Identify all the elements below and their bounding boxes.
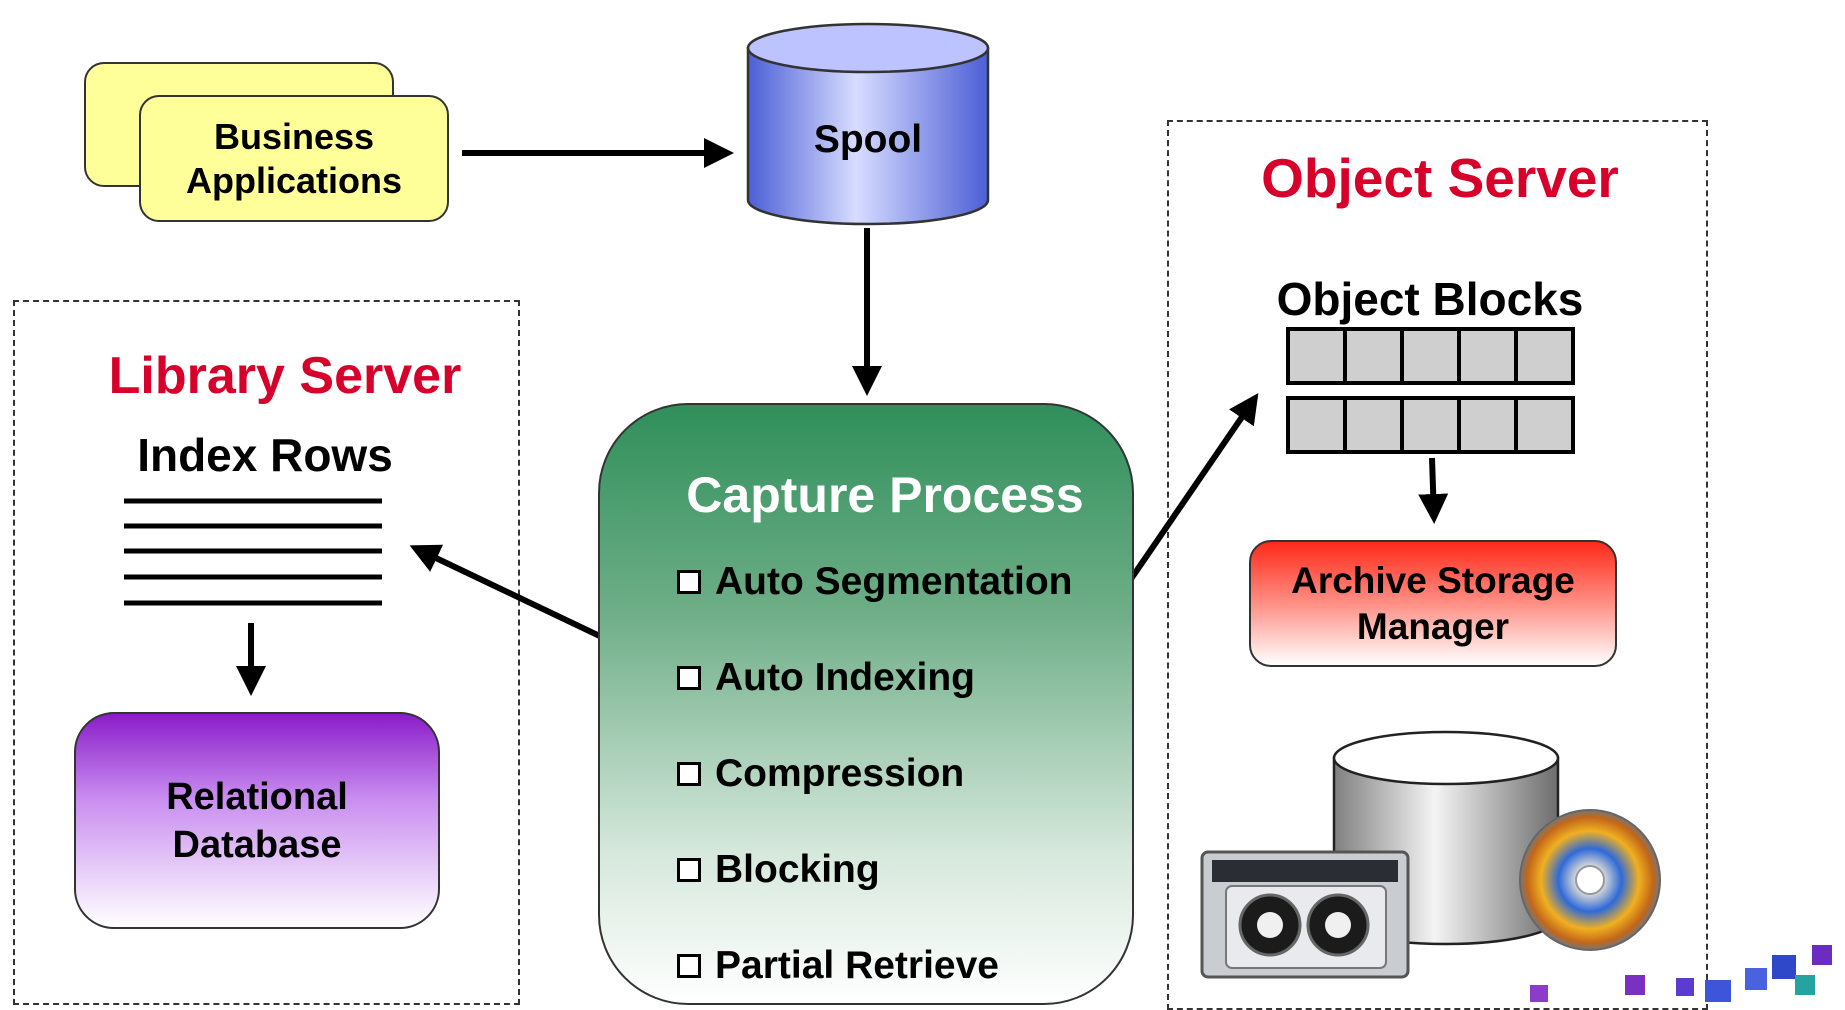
arrow-blocks-to-archive: [1418, 457, 1449, 524]
checkbox-icon: [677, 858, 701, 882]
checkbox-icon: [677, 954, 701, 978]
capture-item-label: Compression: [715, 752, 965, 795]
archive-storage-manager-box: Archive Storage Manager: [1249, 540, 1617, 667]
relational-db-line1: Relational: [166, 775, 348, 818]
spool-cylinder: [746, 22, 990, 226]
index-rows-lines: [124, 498, 382, 606]
checkbox-icon: [677, 570, 701, 594]
object-blocks-label: Object Blocks: [1276, 273, 1584, 325]
archive-line1: Archive Storage: [1291, 559, 1575, 601]
business-applications-box: Business Applications: [139, 95, 449, 222]
capture-process-title: Capture Process: [686, 467, 1084, 523]
decorative-cubes-icon: [1530, 945, 1832, 1002]
capture-item: Compression: [677, 750, 1073, 798]
relational-db-line2: Database: [172, 823, 342, 866]
capture-item-list: Auto Segmentation Auto Indexing Compress…: [677, 558, 1073, 990]
capture-item-label: Blocking: [715, 848, 880, 891]
object-server-title: Object Server: [1261, 147, 1619, 209]
cd-disc-icon: [1519, 809, 1661, 951]
capture-item: Partial Retrieve: [677, 942, 1073, 990]
business-applications-line2: Applications: [185, 159, 403, 201]
tape-cartridge-icon: [1200, 850, 1410, 979]
capture-item: Blocking: [677, 846, 1073, 894]
spool-label: Spool: [813, 118, 923, 161]
index-rows-label: Index Rows: [137, 429, 393, 481]
checkbox-icon: [677, 666, 701, 690]
capture-item-label: Auto Segmentation: [715, 560, 1073, 603]
capture-item-label: Auto Indexing: [715, 656, 975, 699]
archive-line2: Manager: [1356, 605, 1510, 647]
checkbox-icon: [677, 762, 701, 786]
relational-database-box: Relational Database: [74, 712, 440, 929]
capture-item: Auto Indexing: [677, 654, 1073, 702]
capture-item-label: Partial Retrieve: [715, 944, 999, 987]
business-applications-line1: Business: [213, 115, 375, 157]
object-blocks-grid: [1286, 327, 1575, 454]
capture-process-box: [598, 403, 1134, 1005]
capture-item: Auto Segmentation: [677, 558, 1073, 606]
library-server-title: Library Server: [108, 347, 462, 405]
